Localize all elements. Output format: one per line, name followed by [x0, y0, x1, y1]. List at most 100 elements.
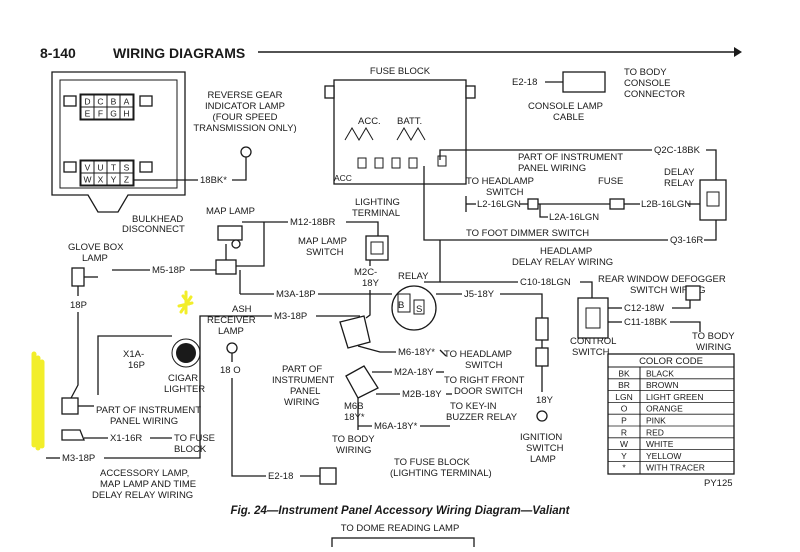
- part-ip-wiring-mid-3: PANEL: [290, 386, 320, 397]
- part-ip-wiring-low-2: PANEL WIRING: [110, 416, 178, 427]
- to-headlamp-switch-1: TO HEADLAMP: [466, 176, 534, 187]
- bulkhead-cell-letter: S: [124, 163, 130, 173]
- ash-receiver-3: LAMP: [218, 326, 244, 337]
- relay-label: RELAY: [398, 271, 429, 282]
- wire-m12-label: M12-18BR: [290, 217, 336, 228]
- connector-l2: [527, 198, 539, 210]
- to-headlamp-switch-2: SWITCH: [486, 187, 524, 198]
- switch-label: SWITCH: [465, 360, 503, 371]
- wire-j5-label: J5-18Y: [464, 289, 495, 300]
- part-ip-wiring-mid-2: INSTRUMENT: [272, 375, 334, 386]
- bulkhead-cell-letter: T: [111, 163, 116, 173]
- color-code-name: WITH TRACER: [646, 463, 705, 473]
- bulkhead-cell-letter: W: [83, 175, 91, 185]
- fuse-block: [324, 79, 476, 185]
- map-lamp-label: MAP LAMP: [206, 206, 255, 217]
- map-lamp-body: [217, 225, 243, 241]
- wire-c10-label: C10-18LGN: [520, 277, 571, 288]
- bulkhead-label-2: DISCONNECT: [122, 224, 185, 235]
- wire-x1a-2: 16P: [128, 360, 145, 371]
- wire-18y-label: 18Y: [536, 395, 554, 406]
- bulkhead-cell-letter: D: [84, 97, 90, 107]
- wire-m2a-label: M2A-18Y: [394, 367, 434, 378]
- control-switch-1: CONTROL: [570, 336, 616, 347]
- map-lamp-switch-1: MAP LAMP: [298, 236, 347, 247]
- part-ip-wiring-low-1: PART OF INSTRUMENT: [96, 405, 201, 416]
- bulkhead-cell-letter: F: [98, 109, 103, 119]
- lighting-terminal-1: LIGHTING: [355, 197, 400, 208]
- door-switch-connector-lower: [345, 365, 379, 399]
- ip-connector-a: [61, 397, 79, 415]
- bulkhead-cell-letter: X: [98, 175, 104, 185]
- reverse-lamp-label-3: (FOUR SPEED: [213, 112, 278, 123]
- page-title: WIRING DIAGRAMS: [113, 45, 245, 61]
- color-code-title: COLOR CODE: [639, 356, 703, 367]
- delay-relay-2: RELAY: [664, 178, 695, 189]
- bulkhead-cell-letter: Z: [124, 175, 129, 185]
- wire-m2b-label: M2B-18Y: [402, 389, 442, 400]
- color-code-name: ORANGE: [646, 404, 683, 414]
- wire-18p-label: 18P: [70, 300, 87, 311]
- fuse-element: [609, 198, 625, 210]
- headlamp-delay-wiring-1: HEADLAMP: [540, 246, 592, 257]
- color-code-name: LIGHT GREEN: [646, 392, 703, 402]
- bulkhead-cell-letter: H: [123, 109, 129, 119]
- color-code-name: YELLOW: [646, 451, 681, 461]
- to-body-console-1: TO BODY: [624, 67, 667, 78]
- bulkhead-cell-letter: E: [85, 109, 91, 119]
- part-ip-wiring-top-2: PANEL WIRING: [518, 163, 586, 174]
- key-in-buzzer-2: BUZZER RELAY: [446, 412, 518, 423]
- wire-m2c-label-2: 18Y: [362, 278, 380, 289]
- color-code-abbrev: P: [621, 416, 627, 426]
- part-ip-wiring-mid-4: WIRING: [284, 397, 319, 408]
- fuse-block-batt-label: BATT.: [397, 116, 422, 127]
- fuse-label: FUSE: [598, 176, 623, 187]
- rear-defogger-1: REAR WINDOW DEFOGGER: [598, 274, 726, 285]
- to-foot-dimmer-label: TO FOOT DIMMER SWITCH: [466, 228, 589, 239]
- fuse-block-acc-label: ACC.: [358, 116, 381, 127]
- wire-l2b-label: L2B-16LGN: [641, 199, 691, 210]
- color-code-abbrev: Y: [621, 451, 627, 461]
- highlighter-star: [177, 290, 194, 315]
- accessory-lamp-2: MAP LAMP AND TIME: [100, 479, 196, 490]
- ash-receiver-1: ASH: [232, 304, 252, 315]
- bulkhead-cell-letter: G: [110, 109, 117, 119]
- color-code-name: WHITE: [646, 439, 674, 449]
- accessory-lamp-1: ACCESSORY LAMP,: [100, 468, 189, 479]
- to-body-console-3: CONNECTOR: [624, 89, 685, 100]
- to-body-wiring-r-2: WIRING: [696, 342, 731, 353]
- wire-e2-18-top: E2-18: [512, 77, 537, 88]
- fuse-block-acc-small: ACC: [334, 173, 352, 183]
- bulkhead-cell: [119, 106, 134, 120]
- reverse-lamp-label-2: INDICATOR LAMP: [205, 101, 285, 112]
- bulkhead-cell-letter: A: [124, 97, 130, 107]
- color-code-name: PINK: [646, 416, 666, 426]
- ignition-lamp-3: LAMP: [530, 454, 556, 465]
- map-lamp-switch-2: SWITCH: [306, 247, 344, 258]
- bulkhead-cell-letter: Y: [111, 175, 117, 185]
- console-lamp-cable-2: CABLE: [553, 112, 584, 123]
- control-switch-2: SWITCH: [572, 347, 610, 358]
- console-connector: [562, 71, 606, 93]
- ash-receiver-2: RECEIVER: [207, 315, 256, 326]
- color-code-abbrev: LGN: [615, 392, 632, 402]
- cigar-lighter-icon: [176, 343, 196, 363]
- wire-l2a-label: L2A-16LGN: [549, 212, 599, 223]
- rear-defogger-2: SWITCH WIRING: [630, 285, 705, 296]
- door-switch-connector: [339, 315, 371, 349]
- ash-receiver-lamp-bulb: [226, 342, 238, 354]
- color-code-abbrev: BR: [618, 380, 630, 390]
- highlighter-marks: [31, 290, 194, 451]
- lighting-terminal-2: TERMINAL: [352, 208, 400, 219]
- wire-m6a-label: M6A-18Y*: [374, 421, 418, 432]
- ignition-lamp-bulb: [536, 410, 548, 422]
- header-arrow: [734, 47, 742, 57]
- ignition-lamp-2: SWITCH: [526, 443, 564, 454]
- connector-m5: [215, 259, 237, 275]
- fuse-block-label: FUSE BLOCK: [370, 66, 431, 77]
- wire-m5-label: M5-18P: [152, 265, 185, 276]
- relay-b-label: B: [398, 300, 404, 311]
- color-code-abbrev: BK: [618, 368, 630, 378]
